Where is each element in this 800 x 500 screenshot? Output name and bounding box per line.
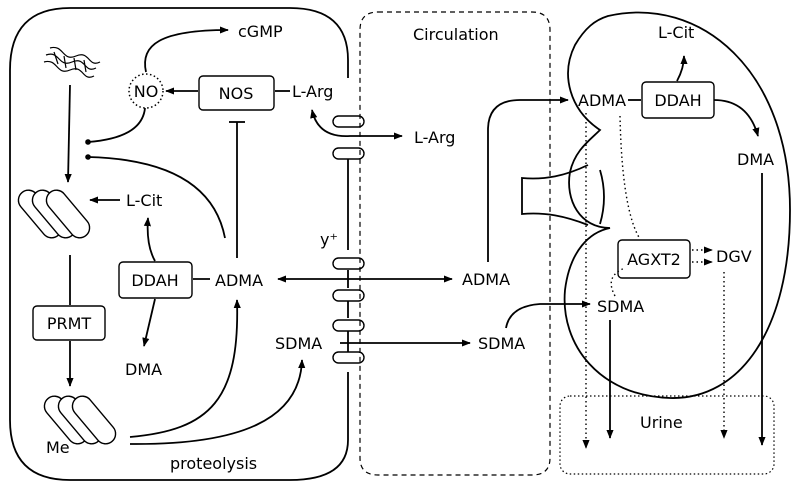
nos-label: NOS xyxy=(219,84,254,103)
ddah-to-lcit-arrow xyxy=(143,217,156,262)
adma-kidney-label: ADMA xyxy=(578,91,626,110)
larg-circulation-label: L-Arg xyxy=(414,128,455,147)
transporter-pore xyxy=(332,351,365,364)
protein-icon xyxy=(17,189,91,239)
sdma-circulation-label: SDMA xyxy=(478,334,525,353)
urine-label: Urine xyxy=(640,413,683,432)
lcit-kidney-label: L-Cit xyxy=(658,23,694,42)
y-plus-label: y⁺ xyxy=(320,230,338,249)
sdma-to-kidney-arrow xyxy=(505,300,591,329)
proteolysis-to-adma-arrow xyxy=(129,299,241,438)
no-label: NO xyxy=(134,82,159,101)
cell-membrane xyxy=(9,7,349,481)
ddah-cell-label: DDAH xyxy=(131,271,178,290)
transporter-pore xyxy=(332,289,365,302)
transporter-pore xyxy=(332,147,365,160)
dgv-label: DGV xyxy=(716,247,752,266)
larg-transport-arrow xyxy=(310,109,403,140)
ureter-inner xyxy=(599,169,605,225)
circulation-compartment xyxy=(359,11,551,476)
adma-to-kidney-arrow xyxy=(487,96,569,262)
ddah-to-dma-arrow xyxy=(142,298,156,347)
agxt2-box xyxy=(617,239,691,279)
ddah-to-lcit-kidney-arrow xyxy=(676,55,688,82)
transporter-pore xyxy=(332,257,365,270)
no-molecule xyxy=(128,73,164,109)
agxt2-label: AGXT2 xyxy=(627,250,681,269)
prmt-label: PRMT xyxy=(47,314,92,333)
ddah-kidney-label: DDAH xyxy=(654,91,701,110)
ddah-cell-box xyxy=(118,261,193,299)
larg-cell-label: L-Arg xyxy=(292,82,333,101)
adma-circulation-label: ADMA xyxy=(462,270,510,289)
ureter xyxy=(521,164,589,226)
methylated-protein-icon xyxy=(43,395,117,445)
sdma-kidney-label: SDMA xyxy=(597,297,644,316)
expression-arrow xyxy=(64,84,72,183)
proteolysis-label: proteolysis xyxy=(170,454,257,473)
sdma-to-agxt2-dotted xyxy=(610,267,626,297)
adma-to-agxt2-dotted xyxy=(619,115,641,240)
circulation-label: Circulation xyxy=(413,25,499,44)
prmt-box xyxy=(32,305,106,341)
lcit-cell-label: L-Cit xyxy=(126,191,162,210)
proteolysis-to-sdma-arrow xyxy=(129,359,306,445)
urine-compartment xyxy=(559,395,775,475)
adma-inhibition-line xyxy=(85,154,226,239)
nos-box xyxy=(198,75,275,111)
dna-helix-icon xyxy=(43,46,101,78)
no-inhibition-line xyxy=(85,107,146,145)
no-to-cgmp-arrow xyxy=(144,26,229,73)
transporter-pore xyxy=(332,319,365,332)
dma-cell-label: DMA xyxy=(125,360,162,379)
ddah-to-dma-kidney-arrow xyxy=(713,99,760,137)
kidney-outline xyxy=(563,11,791,399)
dma-kidney-label: DMA xyxy=(737,150,774,169)
sdma-cell-label: SDMA xyxy=(275,334,322,353)
transporter-pore xyxy=(332,115,365,128)
cgmp-label: cGMP xyxy=(238,22,283,41)
adma-cell-label: ADMA xyxy=(215,271,263,290)
me-label: Me xyxy=(46,438,70,457)
